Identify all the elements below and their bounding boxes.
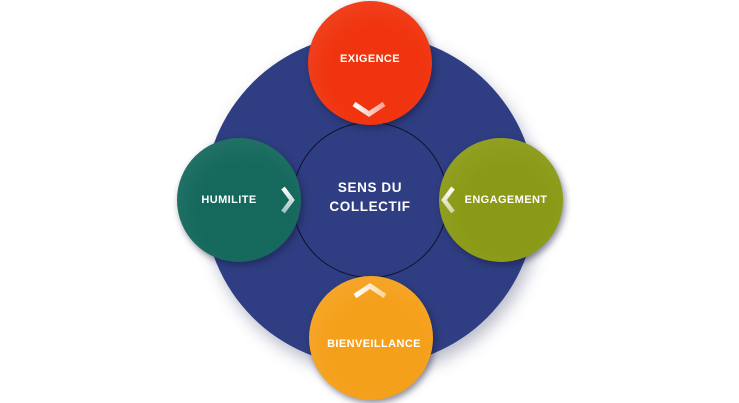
node-bienveillance-label: BIENVEILLANCE (327, 338, 421, 350)
chevron-left-icon (441, 186, 455, 214)
center-title-line2: COLLECTIF (329, 199, 411, 214)
node-engagement-label: ENGAGEMENT (464, 194, 548, 206)
node-exigence-label: EXIGENCE (339, 53, 401, 65)
node-engagement-circle (439, 138, 563, 262)
center-title: SENS DU COLLECTIF (292, 178, 448, 216)
chevron-down-icon (352, 101, 386, 118)
chevron-up-icon (353, 282, 387, 299)
node-exigence-circle (308, 1, 432, 125)
chevron-right-icon (281, 186, 295, 214)
node-humilite-circle (177, 138, 301, 262)
node-bienveillance-circle (309, 276, 433, 400)
center-title-line1: SENS DU (337, 180, 403, 195)
node-humilite-label: HUMILITE (201, 194, 257, 206)
